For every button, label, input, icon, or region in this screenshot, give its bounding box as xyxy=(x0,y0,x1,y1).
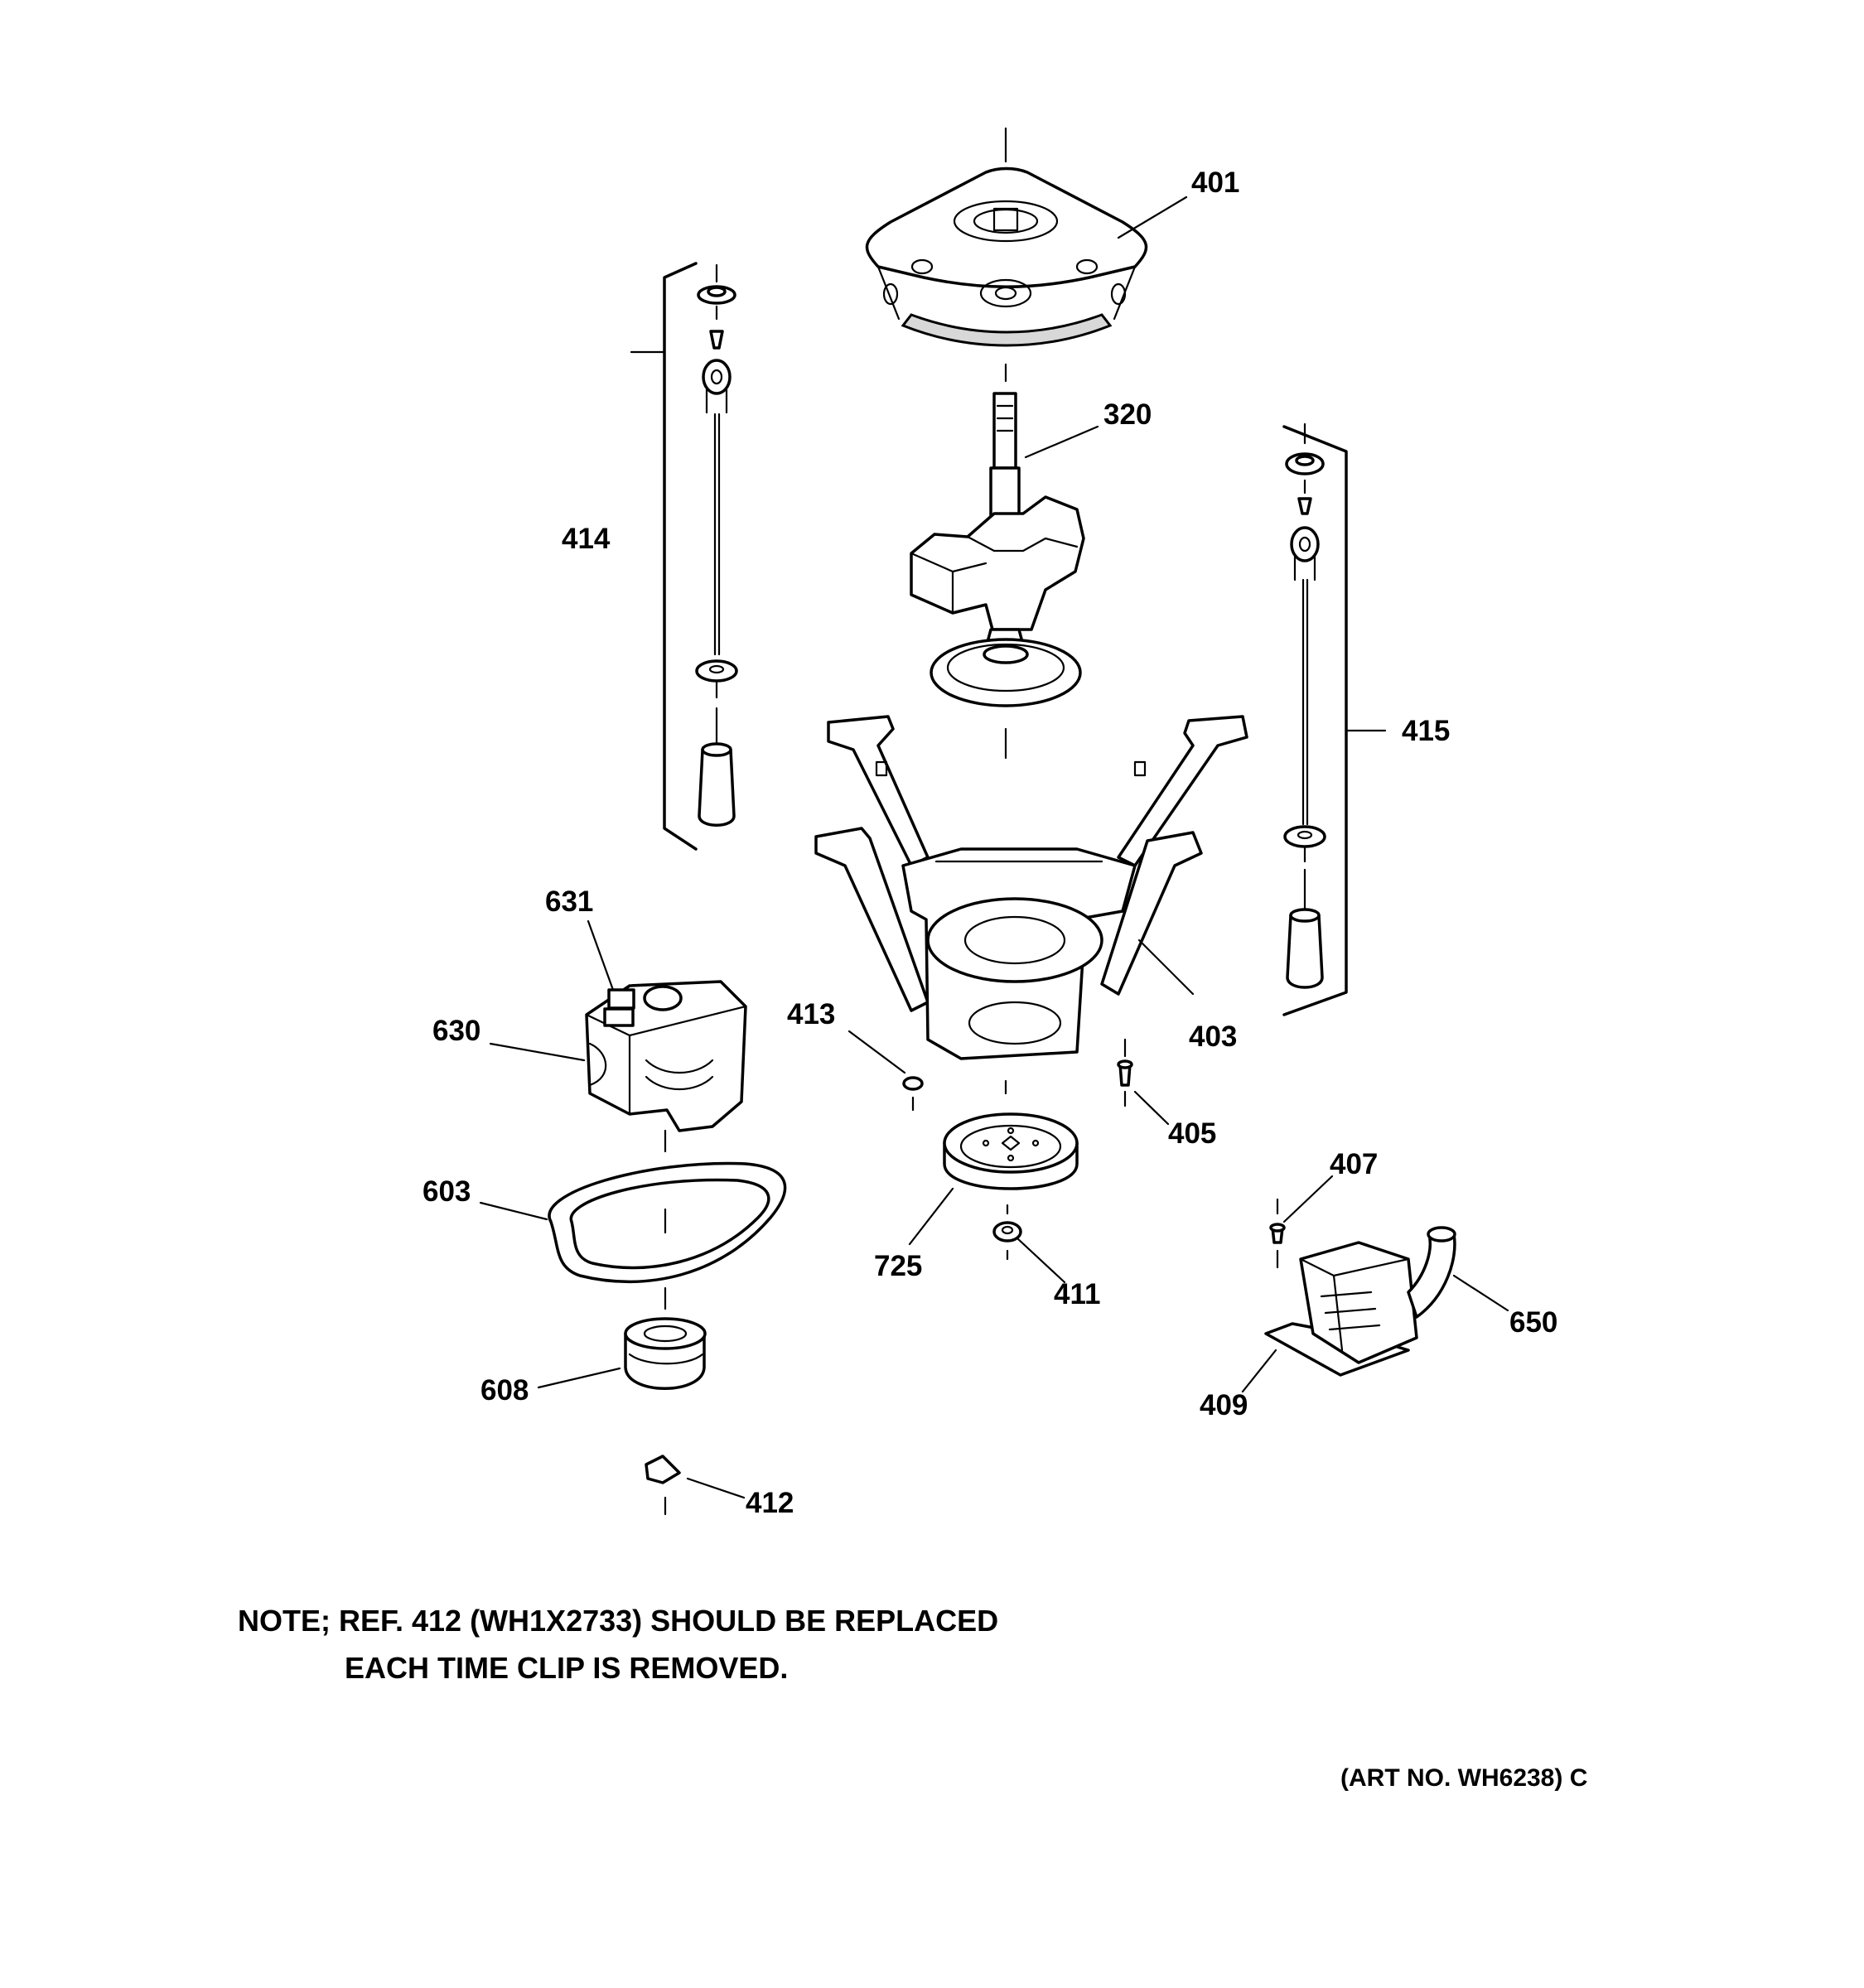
label-411: 411 xyxy=(1054,1278,1100,1310)
label-630: 630 xyxy=(432,1015,480,1047)
label-631: 631 xyxy=(545,885,593,918)
leader-608 xyxy=(537,1367,621,1389)
part-411-nut xyxy=(992,1204,1022,1261)
part-401-cover xyxy=(865,127,1148,383)
part-725-pulley xyxy=(943,1112,1079,1190)
label-405: 405 xyxy=(1168,1117,1216,1150)
leader-405 xyxy=(1133,1090,1170,1126)
label-401: 401 xyxy=(1191,166,1239,199)
label-412: 412 xyxy=(746,1487,794,1519)
part-403-base xyxy=(814,715,1248,1095)
label-320: 320 xyxy=(1103,398,1152,431)
leader-630 xyxy=(489,1042,586,1062)
label-415: 415 xyxy=(1402,715,1450,747)
label-725: 725 xyxy=(874,1250,922,1282)
part-630-motor xyxy=(585,980,747,1153)
leader-631 xyxy=(587,919,615,992)
leader-725 xyxy=(908,1187,954,1246)
label-407: 407 xyxy=(1330,1148,1378,1180)
replacement-note-line-2: EACH TIME CLIP IS REMOVED. xyxy=(345,1651,789,1685)
part-631-switch xyxy=(603,1007,635,1027)
label-409: 409 xyxy=(1200,1389,1248,1421)
part-414-suspension-rod xyxy=(630,262,738,851)
part-413-nut xyxy=(902,1076,924,1112)
part-603-belt xyxy=(548,1161,787,1310)
leader-413 xyxy=(847,1030,906,1074)
label-603: 603 xyxy=(423,1175,471,1208)
label-650: 650 xyxy=(1509,1306,1557,1339)
leader-603 xyxy=(479,1201,548,1221)
label-413: 413 xyxy=(787,998,835,1030)
leader-320 xyxy=(1024,425,1099,459)
leader-409 xyxy=(1241,1349,1277,1393)
leader-412 xyxy=(686,1477,746,1499)
label-608: 608 xyxy=(480,1374,529,1407)
part-650-pump xyxy=(1299,1226,1456,1364)
art-number: (ART NO. WH6238) C xyxy=(1340,1764,1588,1792)
label-403: 403 xyxy=(1189,1021,1237,1053)
replacement-note-line-1: NOTE; REF. 412 (WH1X2733) SHOULD BE REPL… xyxy=(238,1604,999,1638)
part-407-screw xyxy=(1269,1198,1286,1269)
leader-407 xyxy=(1282,1175,1334,1223)
part-320-transmission xyxy=(910,392,1085,760)
part-415-suspension-rod xyxy=(1282,422,1387,1016)
leader-650 xyxy=(1452,1274,1509,1312)
part-608-motor-pulley xyxy=(624,1317,707,1390)
leader-401 xyxy=(1117,195,1188,239)
part-405-screw xyxy=(1117,1038,1133,1107)
leader-411 xyxy=(1016,1237,1066,1284)
leader-403 xyxy=(1137,939,1195,996)
label-414: 414 xyxy=(562,523,611,555)
part-412-clip xyxy=(645,1455,681,1516)
